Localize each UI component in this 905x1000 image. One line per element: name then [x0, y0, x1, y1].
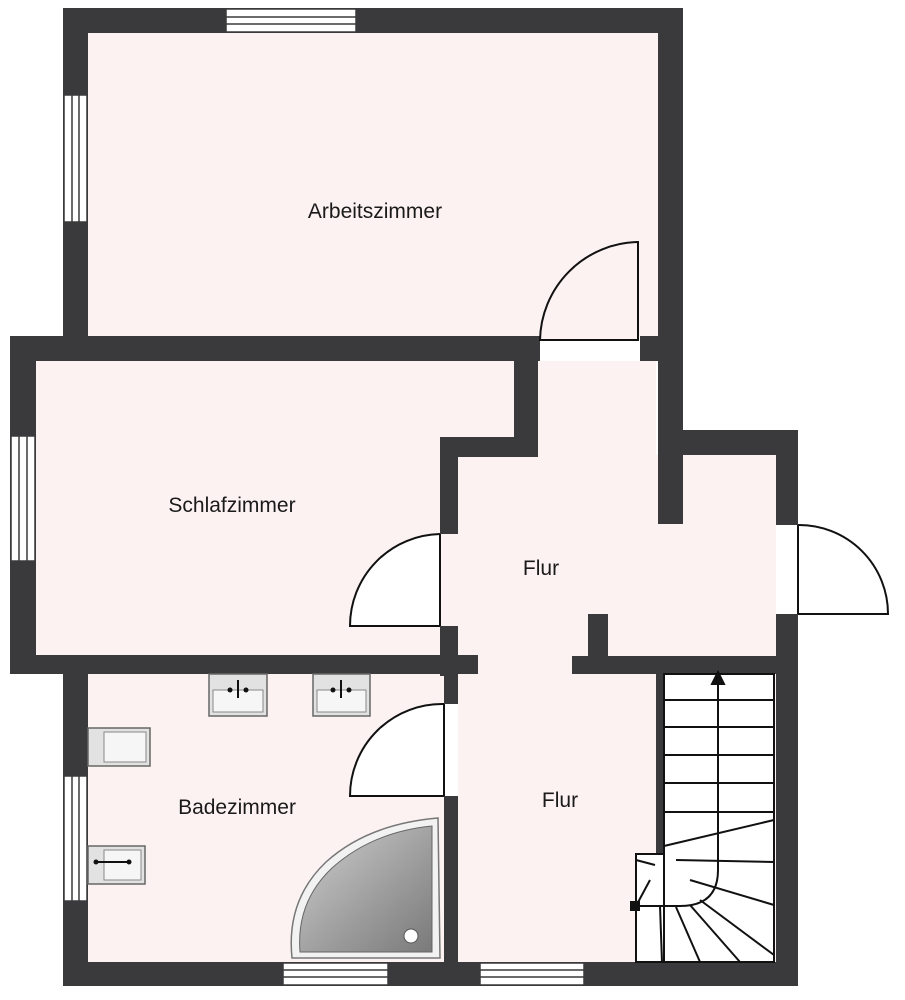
window-schlafzimmer-left — [10, 435, 36, 562]
door-bad — [348, 702, 445, 797]
wall-bad-right-b — [444, 796, 458, 986]
door-schlafzimmer — [348, 533, 441, 627]
door-entrance — [797, 523, 890, 615]
wall-schlafzimmer-bottom — [10, 655, 478, 674]
wall-arbeitszimmer-bottom — [10, 336, 540, 361]
window-flur-bottom — [479, 962, 585, 986]
wall-right-upper — [658, 8, 683, 336]
label-badezimmer: Badezimmer — [178, 796, 296, 819]
bidet — [87, 845, 146, 885]
wall-arbeitszimmer-bottom-right — [640, 336, 683, 361]
wall-bumpout-right-b — [776, 614, 798, 986]
bath-fixtures — [87, 673, 441, 959]
wall-stair-left — [656, 674, 664, 854]
wall-top — [63, 8, 683, 33]
window-bad-bottom — [282, 962, 389, 986]
wall-partition-b — [440, 437, 538, 457]
label-arbeitszimmer: Arbeitszimmer — [308, 200, 442, 223]
wall-bumpout-right-a — [776, 430, 798, 525]
floor-flur-upper — [458, 361, 656, 657]
window-bad-left — [63, 775, 88, 902]
wall-bottom — [63, 962, 798, 986]
wall-stub-b — [572, 656, 776, 674]
wall-partition-c — [440, 437, 458, 534]
wall-partition-a — [514, 361, 538, 437]
label-flur-lower: Flur — [542, 789, 578, 812]
label-schlafzimmer: Schlafzimmer — [168, 494, 295, 517]
door-arbeitszimmer — [538, 240, 639, 341]
wall-bumpout-top — [658, 430, 798, 455]
doors — [348, 240, 890, 797]
toilet — [87, 727, 151, 767]
window-top — [225, 8, 357, 33]
sink-2 — [312, 673, 371, 717]
label-flur-upper: Flur — [523, 557, 559, 580]
windows — [10, 8, 585, 986]
floor-areas — [36, 33, 778, 962]
corner-bathtub — [290, 817, 441, 959]
wall-bad-right-a — [444, 674, 458, 704]
room-labels: Arbeitszimmer Schlafzimmer Flur Flur Bad… — [168, 200, 578, 819]
sink-1 — [208, 673, 268, 717]
staircase — [630, 669, 775, 963]
window-arbeitszimmer-left — [63, 94, 88, 223]
